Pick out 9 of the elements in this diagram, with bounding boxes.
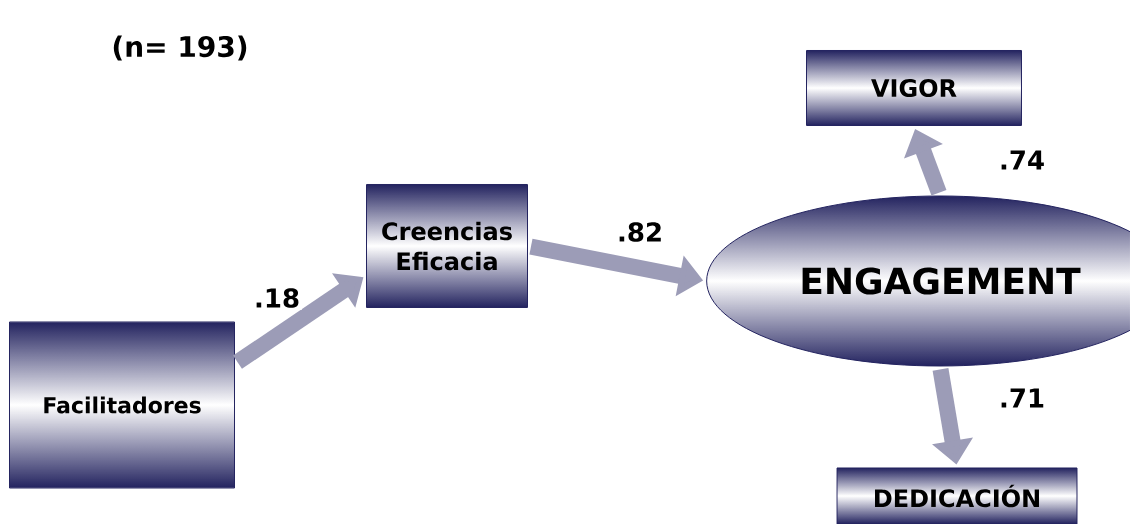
concept-box: Creencias Eficacia bbox=[366, 184, 528, 308]
concept-box: Facilitadores bbox=[9, 321, 235, 489]
sample-size-label: (n= 193) bbox=[113, 35, 247, 61]
edge-label: .74 bbox=[996, 148, 1048, 172]
concept-box: VIGOR bbox=[806, 50, 1022, 126]
edge-label: .18 bbox=[252, 286, 303, 310]
edge-label: .71 bbox=[996, 386, 1048, 410]
edge-label: .82 bbox=[615, 220, 666, 244]
concept-box: DEDICACIÓN bbox=[836, 467, 1078, 524]
